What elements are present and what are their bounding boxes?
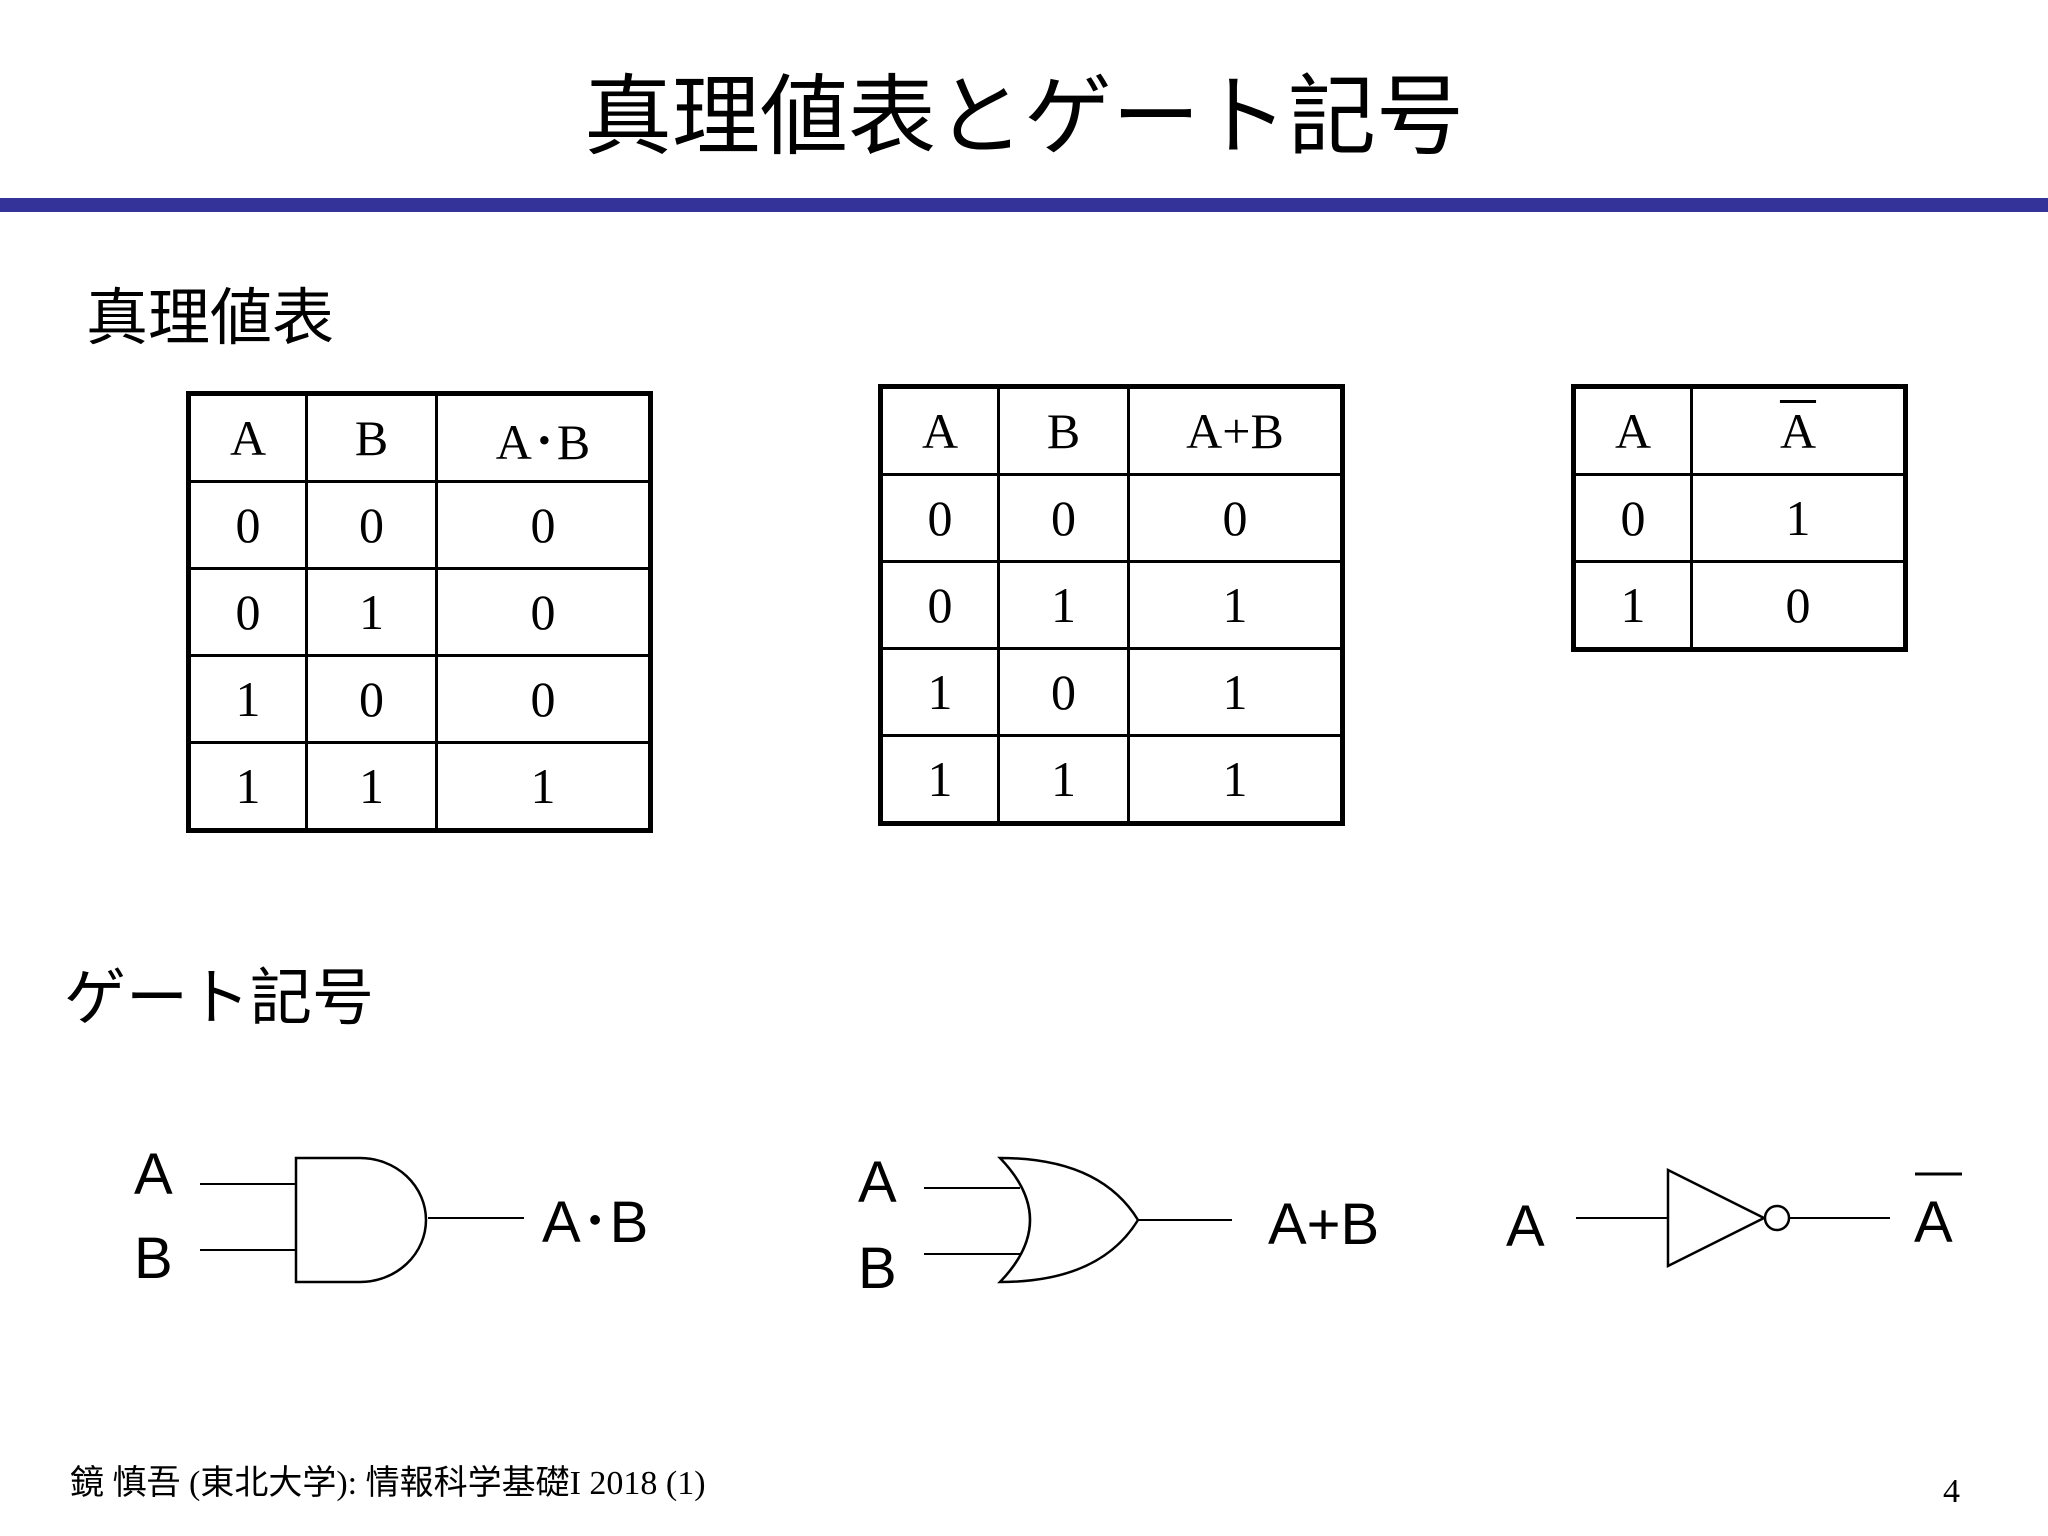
table-cell: 0	[997, 473, 1130, 563]
or-gate: A B A+B	[858, 1150, 1379, 1301]
table-cell: 1	[1127, 560, 1344, 650]
table-cell: 0	[435, 654, 652, 744]
or-truth-table: A B A+B 0 0 0 0 1 1 1 0 1 1 1 1	[878, 384, 1345, 826]
table-header-cell: A	[1690, 385, 1907, 476]
table-cell: 1	[187, 654, 308, 744]
not-gate-body	[1666, 1167, 1767, 1269]
table-cell: 1	[997, 560, 1130, 650]
table-header-cell: B	[305, 392, 438, 483]
table-header-cell: B	[997, 385, 1130, 476]
table-cell: 0	[187, 480, 308, 570]
and-gate-body	[294, 1156, 428, 1284]
table-header-cell: A+B	[1127, 385, 1344, 476]
and-truth-table: A B A･B 0 0 0 0 1 0 1 0 0 1 1 1	[186, 391, 653, 833]
table-cell: 1	[305, 567, 438, 657]
table-cell: 0	[1572, 473, 1693, 563]
table-row: 1 0 1	[879, 647, 1344, 737]
table-row: 1 0	[1572, 560, 1907, 651]
table-header-row: A B A･B	[187, 392, 652, 483]
table-cell: 0	[1127, 473, 1344, 563]
title-divider	[0, 198, 2048, 212]
table-header-cell: A	[879, 385, 1000, 476]
table-cell: 1	[879, 734, 1000, 825]
or-input-a-label: A	[858, 1150, 897, 1215]
and-gate: A B A･B	[134, 1142, 648, 1291]
and-output-label: A･B	[542, 1190, 648, 1255]
table-header-cell: A	[187, 392, 308, 483]
table-cell: 1	[997, 734, 1130, 825]
table-header-row: A A	[1572, 385, 1907, 476]
table-row: 0 0 0	[187, 480, 652, 570]
table-cell: 1	[1127, 734, 1344, 825]
table-cell: 0	[997, 647, 1130, 737]
table-header-row: A B A+B	[879, 385, 1344, 476]
not-input-label: A	[1506, 1194, 1545, 1259]
table-cell: 1	[1127, 647, 1344, 737]
table-cell: 0	[187, 567, 308, 657]
gate-symbols-heading: ゲート記号	[64, 961, 375, 1034]
table-cell: 0	[435, 480, 652, 570]
table-cell: 0	[1690, 560, 1907, 651]
slide-title: 真理値表とゲート記号	[583, 65, 1464, 168]
not-truth-table: A A 0 1 1 0	[1571, 384, 1908, 652]
table-cell: 1	[1572, 560, 1693, 651]
table-cell: 0	[305, 480, 438, 570]
table-header-cell: A	[1572, 385, 1693, 476]
footer-credit: 鏡 慎吾 (東北大学): 情報科学基礎I 2018 (1)	[70, 1465, 706, 1502]
table-row: 1 1 1	[187, 741, 652, 832]
table-cell: 1	[1690, 473, 1907, 563]
gate-symbols-diagram: A B A･B A B A+B A A	[134, 1142, 1962, 1301]
or-input-b-label: B	[858, 1236, 897, 1301]
table-row: 0 1 0	[187, 567, 652, 657]
table-row: 1 1 1	[879, 734, 1344, 825]
not-gate: A A	[1506, 1167, 1962, 1269]
table-cell: 0	[305, 654, 438, 744]
not-output-label: A	[1914, 1190, 1953, 1255]
not-a-header: A	[1779, 403, 1817, 459]
truth-table-heading: 真理値表	[86, 281, 335, 354]
table-cell: 0	[879, 560, 1000, 650]
table-row: 1 0 0	[187, 654, 652, 744]
table-cell: 0	[879, 473, 1000, 563]
or-output-label: A+B	[1268, 1192, 1379, 1257]
not-inversion-bubble	[1763, 1204, 1791, 1232]
or-gate-body	[997, 1156, 1140, 1284]
table-cell: 1	[305, 741, 438, 832]
table-header-cell: A･B	[435, 392, 652, 483]
table-row: 0 0 0	[879, 473, 1344, 563]
table-row: 0 1	[1572, 473, 1907, 563]
and-input-b-label: B	[134, 1226, 173, 1291]
and-input-a-label: A	[134, 1142, 173, 1207]
page-number: 4	[1943, 1473, 1960, 1510]
table-cell: 1	[435, 741, 652, 832]
table-cell: 0	[435, 567, 652, 657]
table-cell: 1	[187, 741, 308, 832]
table-row: 0 1 1	[879, 560, 1344, 650]
table-cell: 1	[879, 647, 1000, 737]
